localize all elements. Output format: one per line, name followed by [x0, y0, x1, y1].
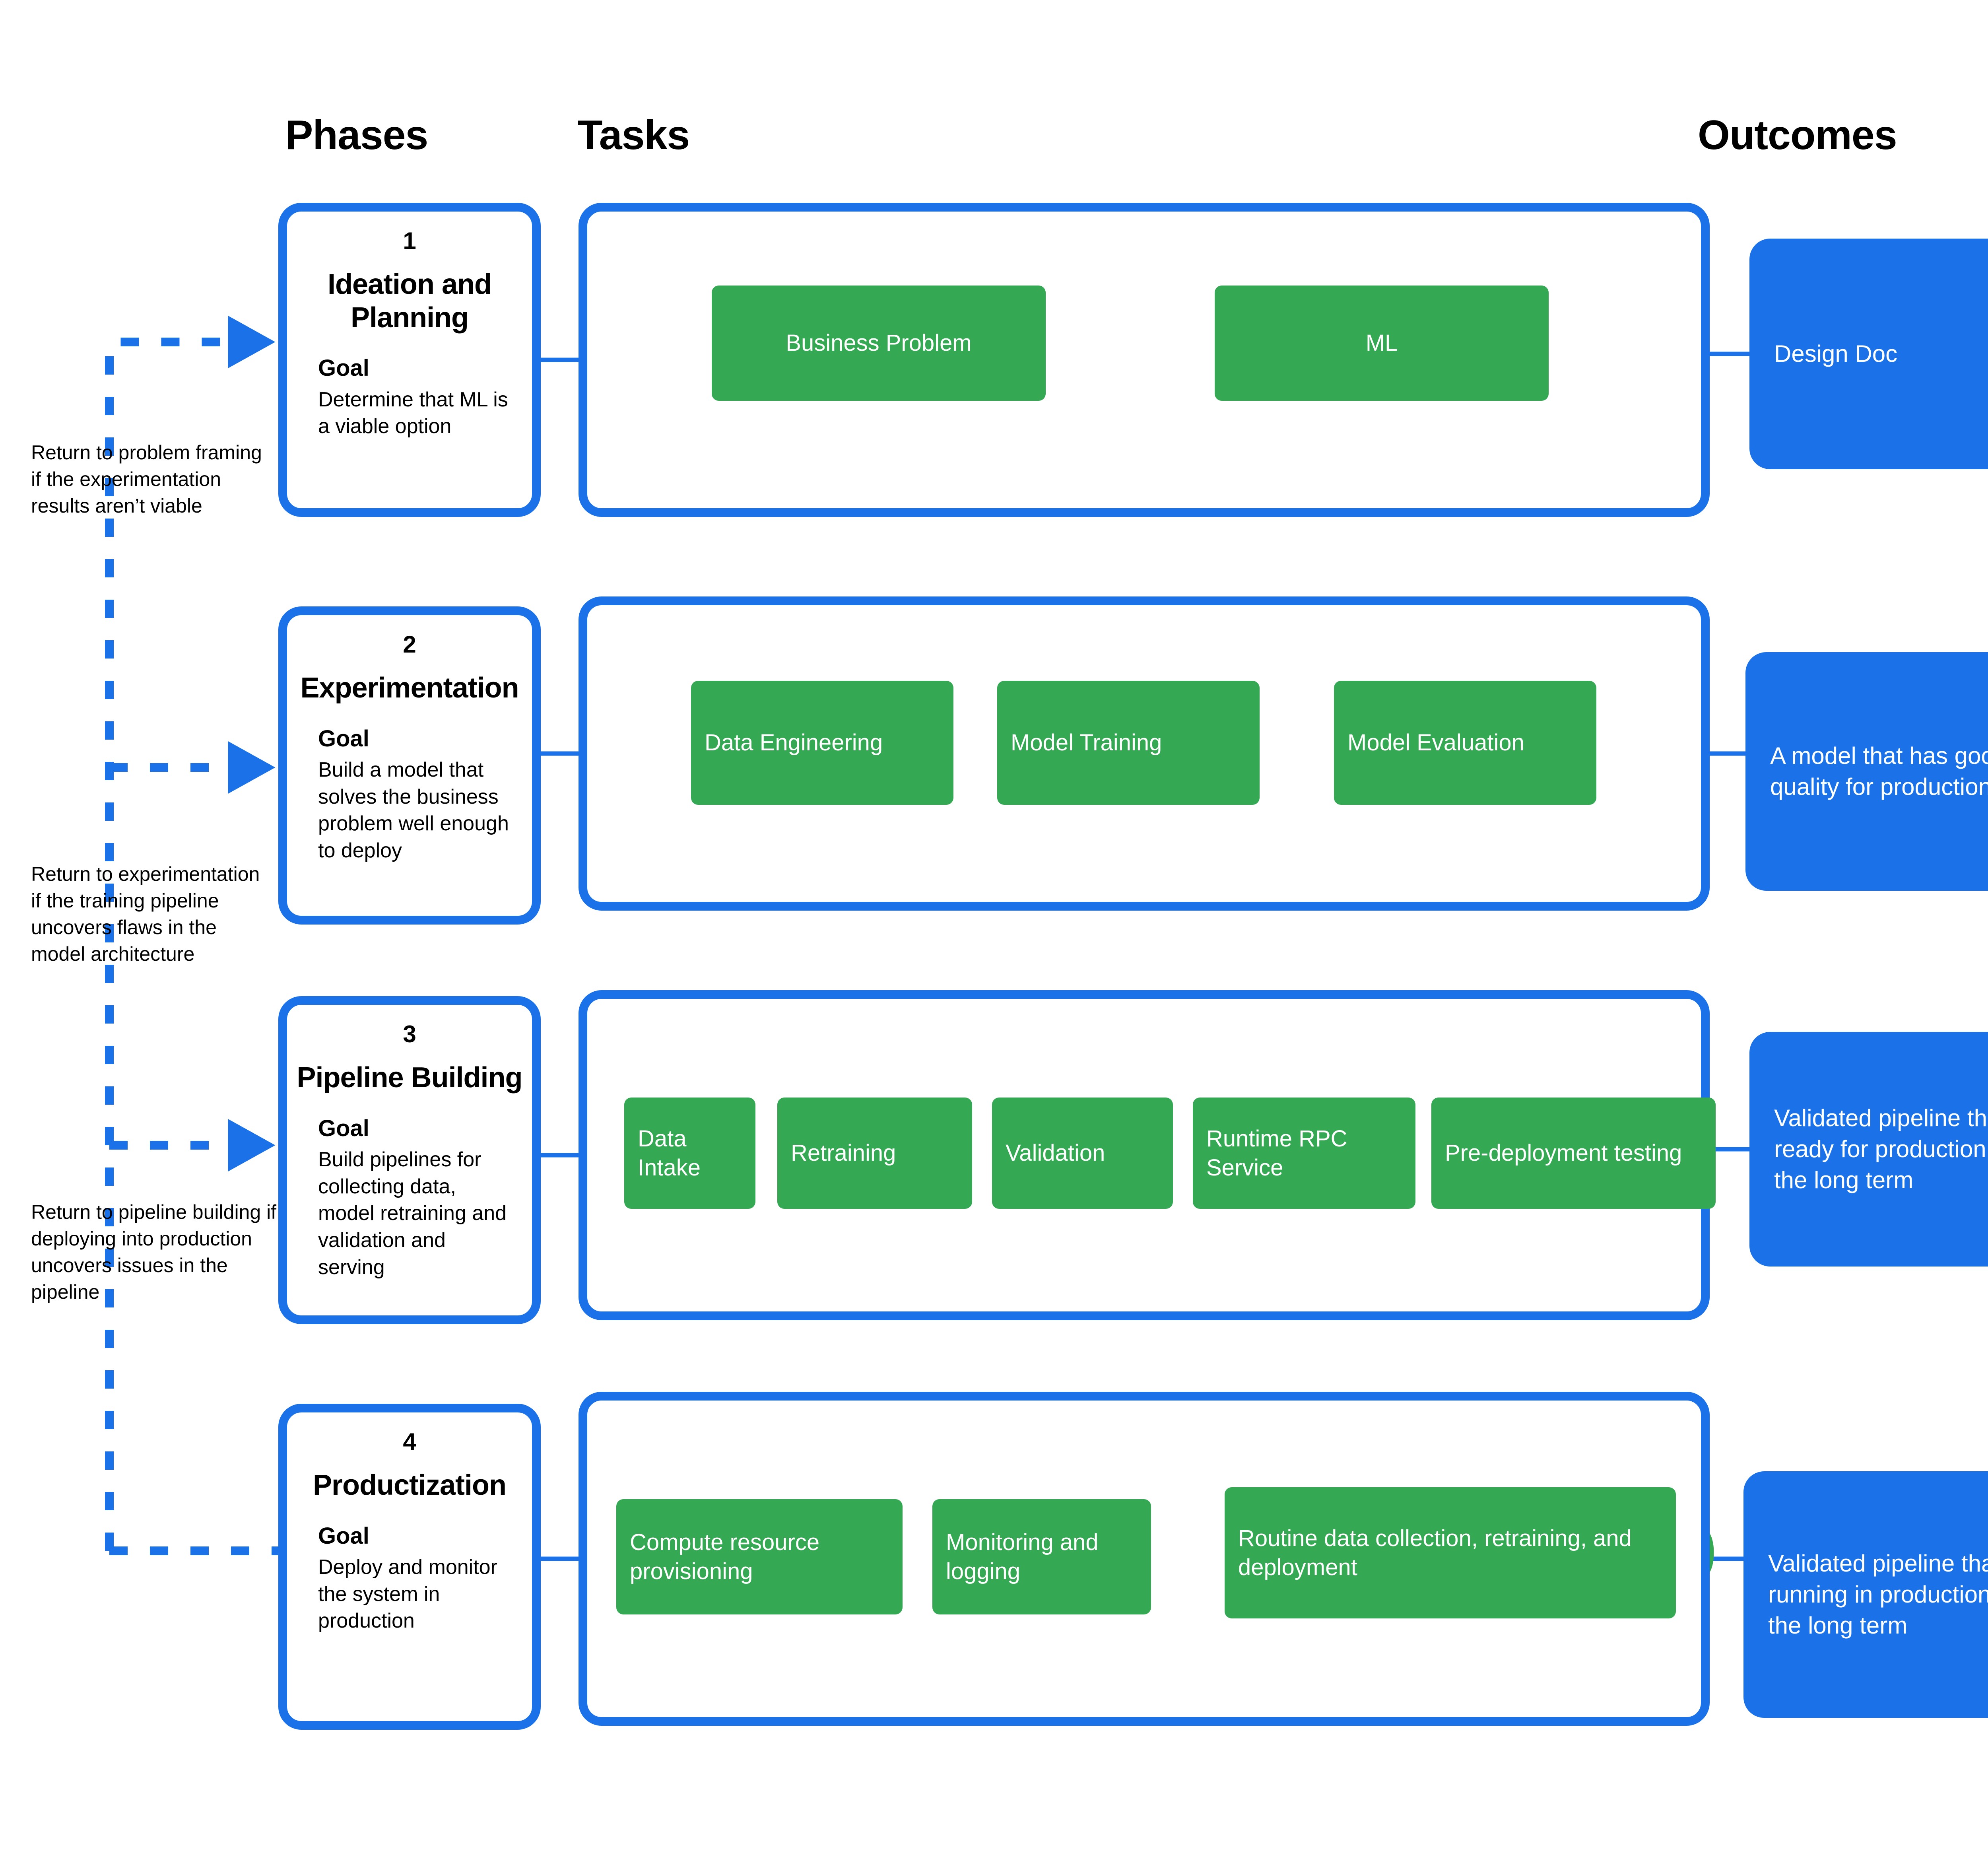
task-box-routine-data-collection[interactable]: Routine data collection, retraining, and…: [1225, 1487, 1676, 1618]
outcome-label: Validated pipeline that’s running in pro…: [1768, 1550, 1988, 1639]
task-label: Model Training: [1011, 730, 1162, 756]
task-label: Data Engineering: [705, 730, 883, 756]
task-label: Runtime RPC Service: [1206, 1125, 1347, 1181]
goal-text: Build a model that solves the business p…: [318, 758, 509, 862]
task-box-runtime-rpc-service[interactable]: Runtime RPC Service: [1193, 1098, 1415, 1209]
phase-card-productization[interactable]: 4 Productization Goal Deploy and monitor…: [278, 1404, 541, 1730]
task-box-data-engineering[interactable]: Data Engineering: [691, 681, 953, 805]
column-header-phases: Phases: [285, 112, 428, 158]
return-note-pipeline-building: Return to pipeline building if deploying…: [31, 1201, 277, 1303]
column-header-tasks: Tasks: [577, 112, 690, 158]
phase-goal-block: Goal Build a model that solves the busin…: [287, 726, 532, 864]
phase-title: Experimentation: [300, 672, 519, 704]
phase-title: Pipeline Building: [297, 1062, 522, 1094]
phase-goal-block: Goal Determine that ML is a viable optio…: [287, 355, 532, 440]
task-box-validation[interactable]: Validation: [992, 1098, 1173, 1209]
task-label: Monitoring and logging: [946, 1529, 1099, 1584]
outcome-card-validated-pipeline-running[interactable]: Validated pipeline that’s running in pro…: [1743, 1471, 1988, 1718]
task-box-data-intake[interactable]: Data Intake: [624, 1098, 755, 1209]
task-label: ML: [1365, 330, 1398, 356]
phase-card-ideation-and-planning[interactable]: 1 Ideation and Planning Goal Determine t…: [278, 203, 541, 517]
goal-label: Goal: [318, 355, 369, 381]
outcome-label: Validated pipeline that’s ready for prod…: [1774, 1105, 1988, 1193]
task-box-model-training[interactable]: Model Training: [997, 681, 1260, 805]
task-label: Business Problem: [786, 330, 972, 356]
task-box-compute-resource-provisioning[interactable]: Compute resource provisioning: [616, 1499, 903, 1614]
task-box-monitoring-and-logging[interactable]: Monitoring and logging: [932, 1499, 1151, 1614]
phase-card-pipeline-building[interactable]: 3 Pipeline Building Goal Build pipelines…: [278, 996, 541, 1324]
tasks-to-outcome-connectors: [1710, 352, 1749, 1561]
phase-goal-block: Goal Build pipelines for collecting data…: [287, 1115, 532, 1281]
task-label: Compute resource provisioning: [630, 1529, 820, 1584]
phase-number: 3: [403, 1021, 416, 1047]
task-box-ml[interactable]: ML: [1215, 286, 1549, 401]
outcome-label: A model that has good quality for produc…: [1770, 742, 1988, 800]
task-label: Model Evaluation: [1347, 730, 1524, 756]
task-box-pre-deployment-testing[interactable]: Pre-deployment testing: [1431, 1098, 1716, 1209]
goal-label: Goal: [318, 1523, 369, 1549]
goal-text: Deploy and monitor the system in product…: [318, 1556, 497, 1633]
task-label: Retraining: [791, 1140, 896, 1166]
phase-to-tasks-connectors: [541, 357, 579, 1561]
outcome-label: Design Doc: [1774, 340, 1898, 367]
phase-number: 1: [403, 227, 416, 254]
phase-title: Productization: [313, 1469, 507, 1501]
phase-goal-block: Goal Deploy and monitor the system in pr…: [287, 1523, 532, 1635]
task-label: Pre-deployment testing: [1445, 1140, 1682, 1166]
goal-text: Determine that ML is a viable option: [318, 388, 508, 438]
task-box-model-evaluation[interactable]: Model Evaluation: [1334, 681, 1596, 805]
outcome-card-validated-pipeline-ready[interactable]: Validated pipeline that’s ready for prod…: [1749, 1032, 1988, 1267]
column-header-outcomes: Outcomes: [1698, 112, 1897, 158]
task-label: Routine data collection, retraining, and…: [1238, 1525, 1632, 1580]
return-note-experimentation-training-pipeline: Return to experimentation if the trainin…: [31, 863, 260, 965]
goal-label: Goal: [318, 725, 369, 752]
task-box-business-problem[interactable]: Business Problem: [712, 286, 1046, 401]
return-note-problem-framing: Return to problem framing if the experim…: [31, 441, 262, 517]
goal-label: Goal: [318, 1115, 369, 1141]
task-box-retraining[interactable]: Retraining: [777, 1098, 972, 1209]
task-label: Validation: [1006, 1140, 1105, 1166]
outcome-card-design-doc[interactable]: Design Doc: [1749, 239, 1988, 469]
phase-title: Ideation and Planning: [327, 268, 492, 334]
outcome-card-model-good-quality[interactable]: A model that has good quality for produc…: [1745, 652, 1988, 891]
phase-card-experimentation[interactable]: 2 Experimentation Goal Build a model tha…: [278, 606, 541, 925]
goal-text: Build pipelines for collecting data, mod…: [318, 1148, 507, 1279]
phase-number: 2: [403, 631, 416, 658]
task-label: Data Intake: [638, 1125, 701, 1181]
phase-number: 4: [403, 1428, 416, 1455]
